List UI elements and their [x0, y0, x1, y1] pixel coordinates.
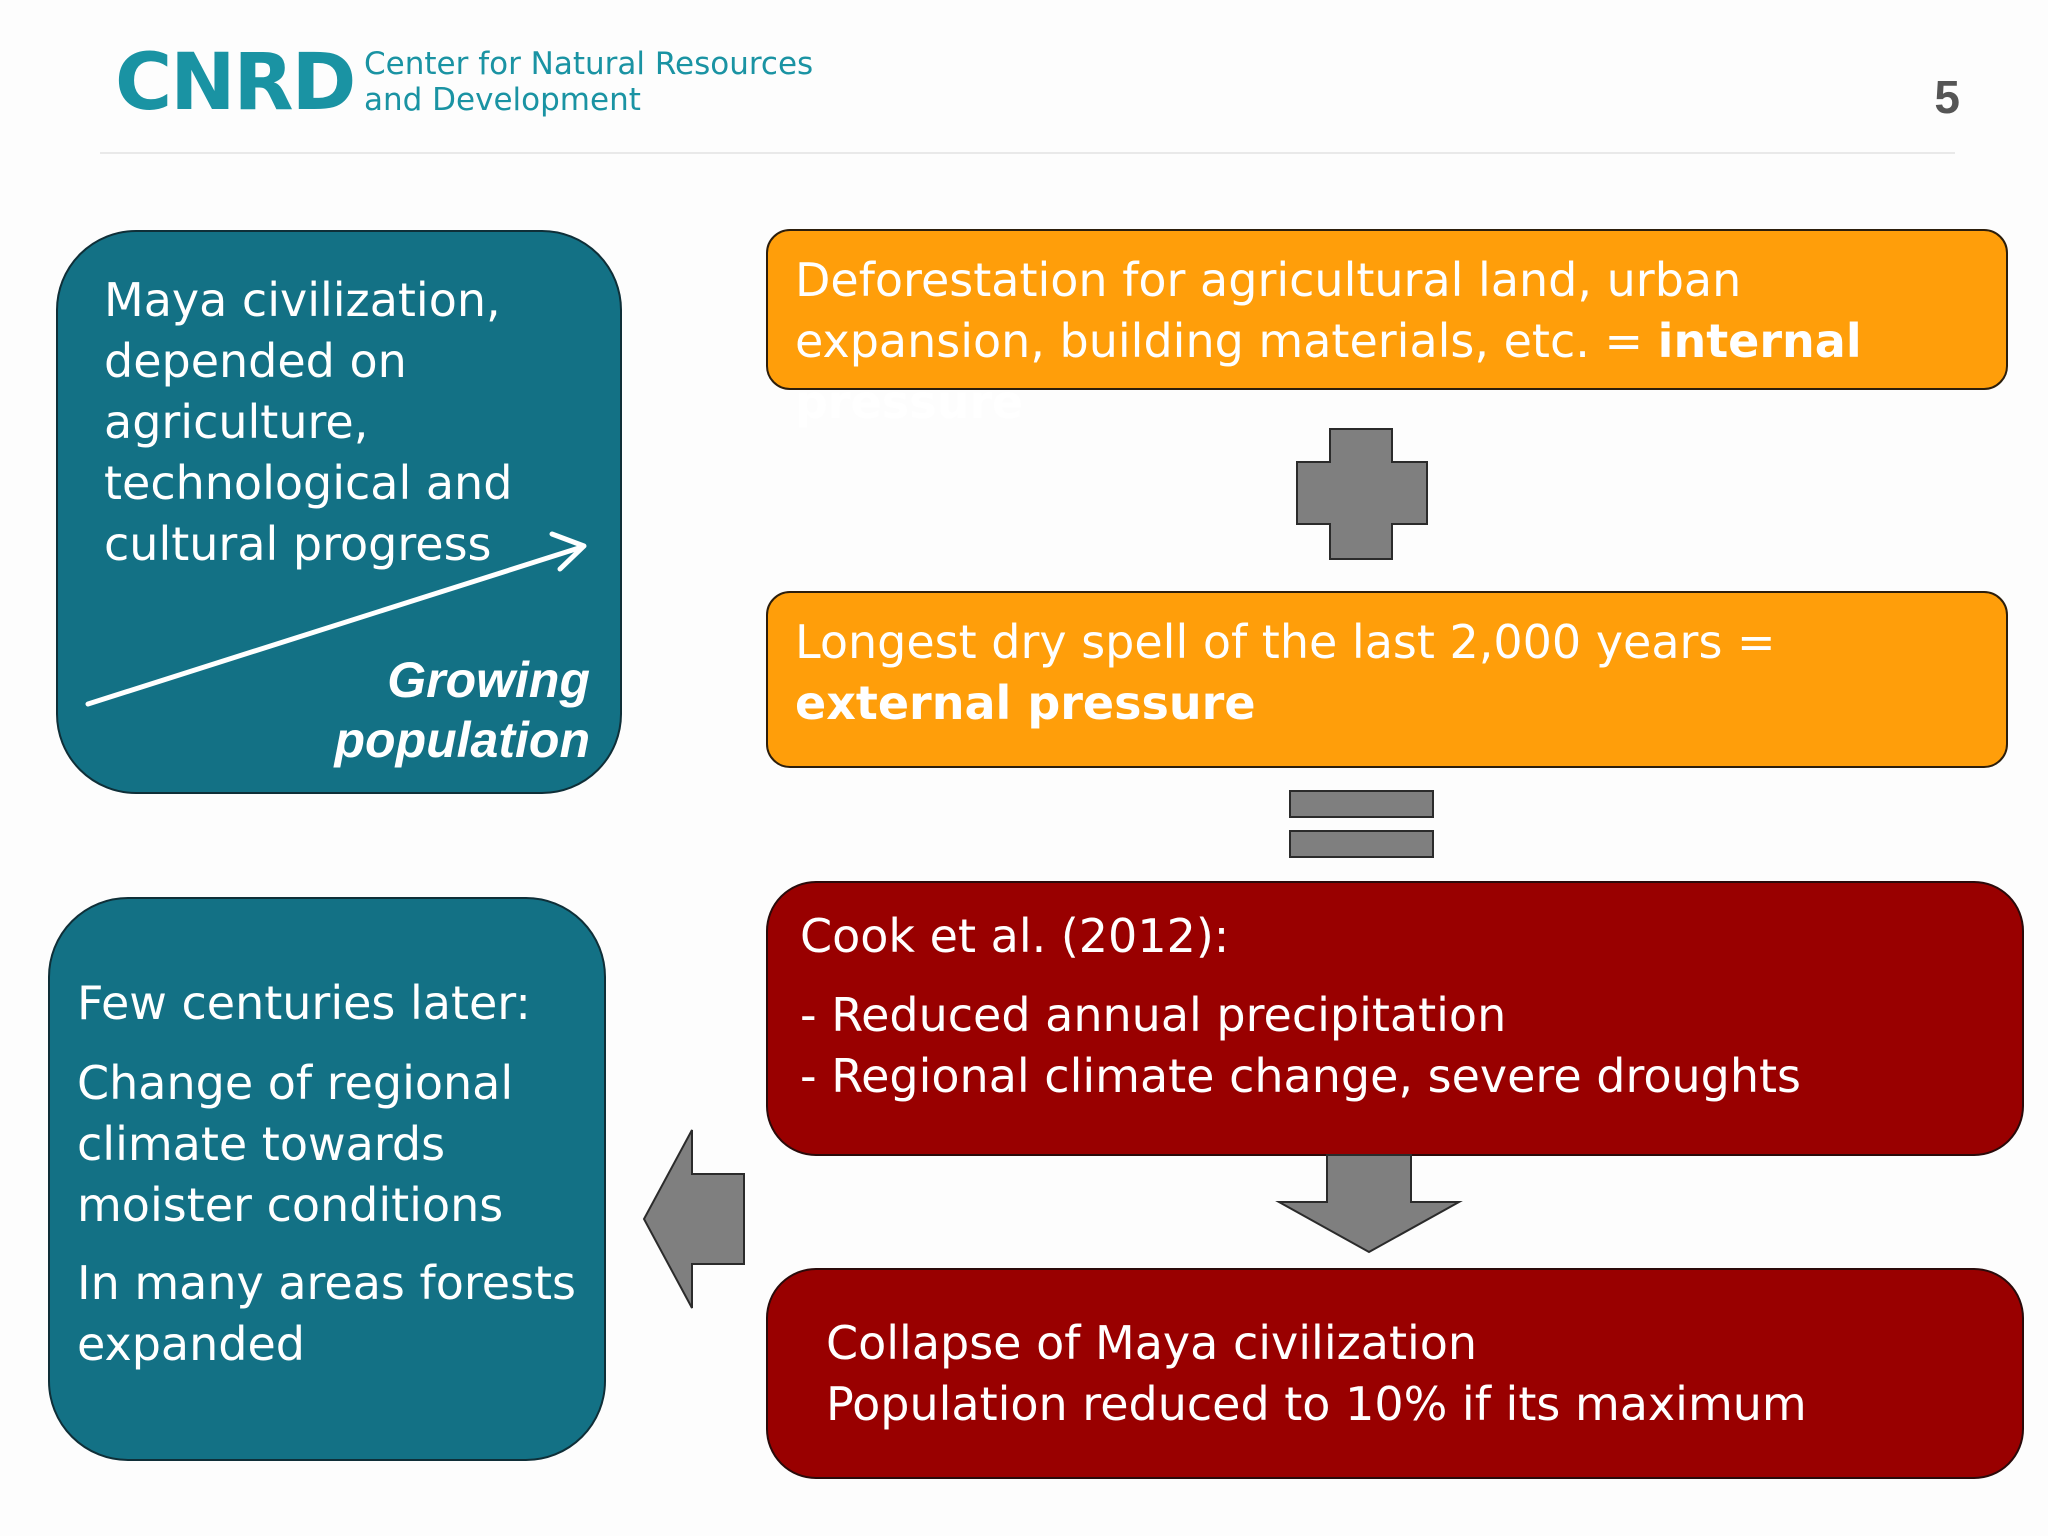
cnrd-logo: CNRD	[115, 38, 356, 128]
population-reduction-text: Population reduced to 10% if its maximum	[826, 1377, 1807, 1431]
few-centuries-later-box	[48, 897, 606, 1461]
internal-pressure-description: Deforestation for agricultural land, urb…	[795, 253, 1742, 368]
equals-icon	[1289, 790, 1434, 858]
growing-population-label: Growing population	[334, 652, 591, 768]
external-pressure-box	[766, 591, 2008, 768]
collapse-box	[766, 1268, 2024, 1479]
plus-icon	[1296, 428, 1428, 560]
cook-citation: Cook et al. (2012):	[800, 909, 1230, 963]
internal-pressure-text: Deforestation for agricultural land, urb…	[795, 250, 1975, 433]
few-centuries-later-text: Few centuries later:	[77, 976, 531, 1030]
logo-subtitle: Center for Natural Resources and Develop…	[364, 46, 814, 118]
down-arrow-icon	[1275, 1154, 1463, 1254]
internal-pressure-label: internal pressure	[795, 314, 1862, 429]
collapse-title: Collapse of Maya civilization	[826, 1316, 1478, 1370]
cook-findings-box	[766, 881, 2024, 1156]
slide-number: 5	[1934, 71, 1960, 123]
cook-bullet-droughts: - Regional climate change, severe drough…	[800, 1049, 1801, 1103]
external-pressure-text: Longest dry spell of the last 2,000 year…	[795, 612, 1975, 734]
climate-change-text: Change of regional climate towards moist…	[77, 1056, 514, 1232]
forests-expanded-text: In many areas forests expanded	[77, 1256, 577, 1371]
header-divider	[100, 152, 1955, 154]
external-pressure-label: external pressure	[795, 676, 1256, 730]
cook-bullet-precipitation: - Reduced annual precipitation	[800, 988, 1507, 1042]
left-arrow-icon	[642, 1129, 745, 1309]
internal-pressure-box	[766, 229, 2008, 390]
maya-civilization-text: Maya civilization, depended on agricultu…	[104, 273, 513, 571]
external-pressure-description: Longest dry spell of the last 2,000 year…	[795, 615, 1776, 669]
